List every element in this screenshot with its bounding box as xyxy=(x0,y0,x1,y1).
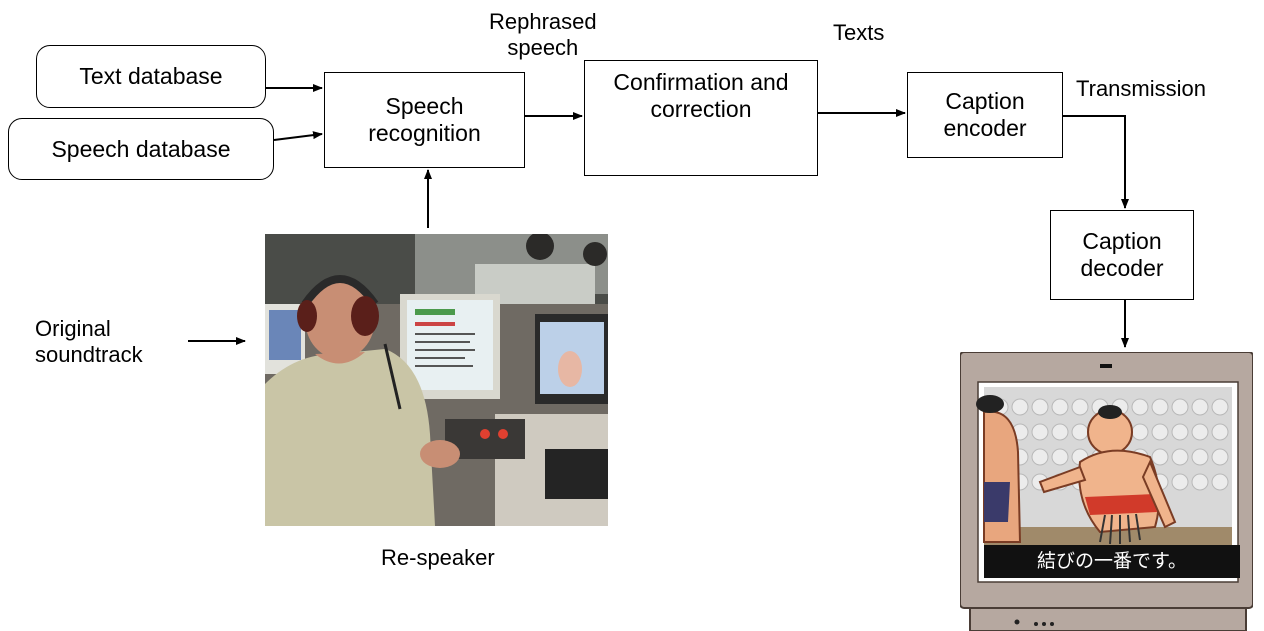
speech-database-label: Speech database xyxy=(51,135,231,162)
original-soundtrack-label: Original soundtrack xyxy=(35,316,143,367)
texts-label: Texts xyxy=(833,20,885,45)
caption-encoder-label: Caption encoder xyxy=(943,88,1027,141)
confirmation-correction-label: Confirmation and correction xyxy=(613,69,789,122)
speech-database-node: Speech database xyxy=(8,118,274,180)
confirmation-correction-node: Confirmation and correction xyxy=(584,60,818,176)
arrow-encoder-to-decoder xyxy=(1063,115,1129,209)
re-speaker-label: Re-speaker xyxy=(381,545,495,570)
text-database-node: Text database xyxy=(36,45,266,108)
television-display xyxy=(960,352,1253,631)
caption-encoder-node: Caption encoder xyxy=(907,72,1063,158)
rephrased-speech-label: Rephrased speech xyxy=(489,9,597,60)
re-speaker-photo xyxy=(265,234,608,526)
transmission-label: Transmission xyxy=(1076,76,1206,101)
speech-recognition-label: Speech recognition xyxy=(368,93,481,146)
text-database-label: Text database xyxy=(79,63,223,89)
caption-decoder-label: Caption decoder xyxy=(1080,228,1164,281)
speech-recognition-node: Speech recognition xyxy=(324,72,525,168)
arrow-speech-db-to-recognition xyxy=(273,131,323,141)
tv-caption-text: 結びの一番です。 xyxy=(984,545,1240,578)
caption-decoder-node: Caption decoder xyxy=(1050,210,1194,300)
